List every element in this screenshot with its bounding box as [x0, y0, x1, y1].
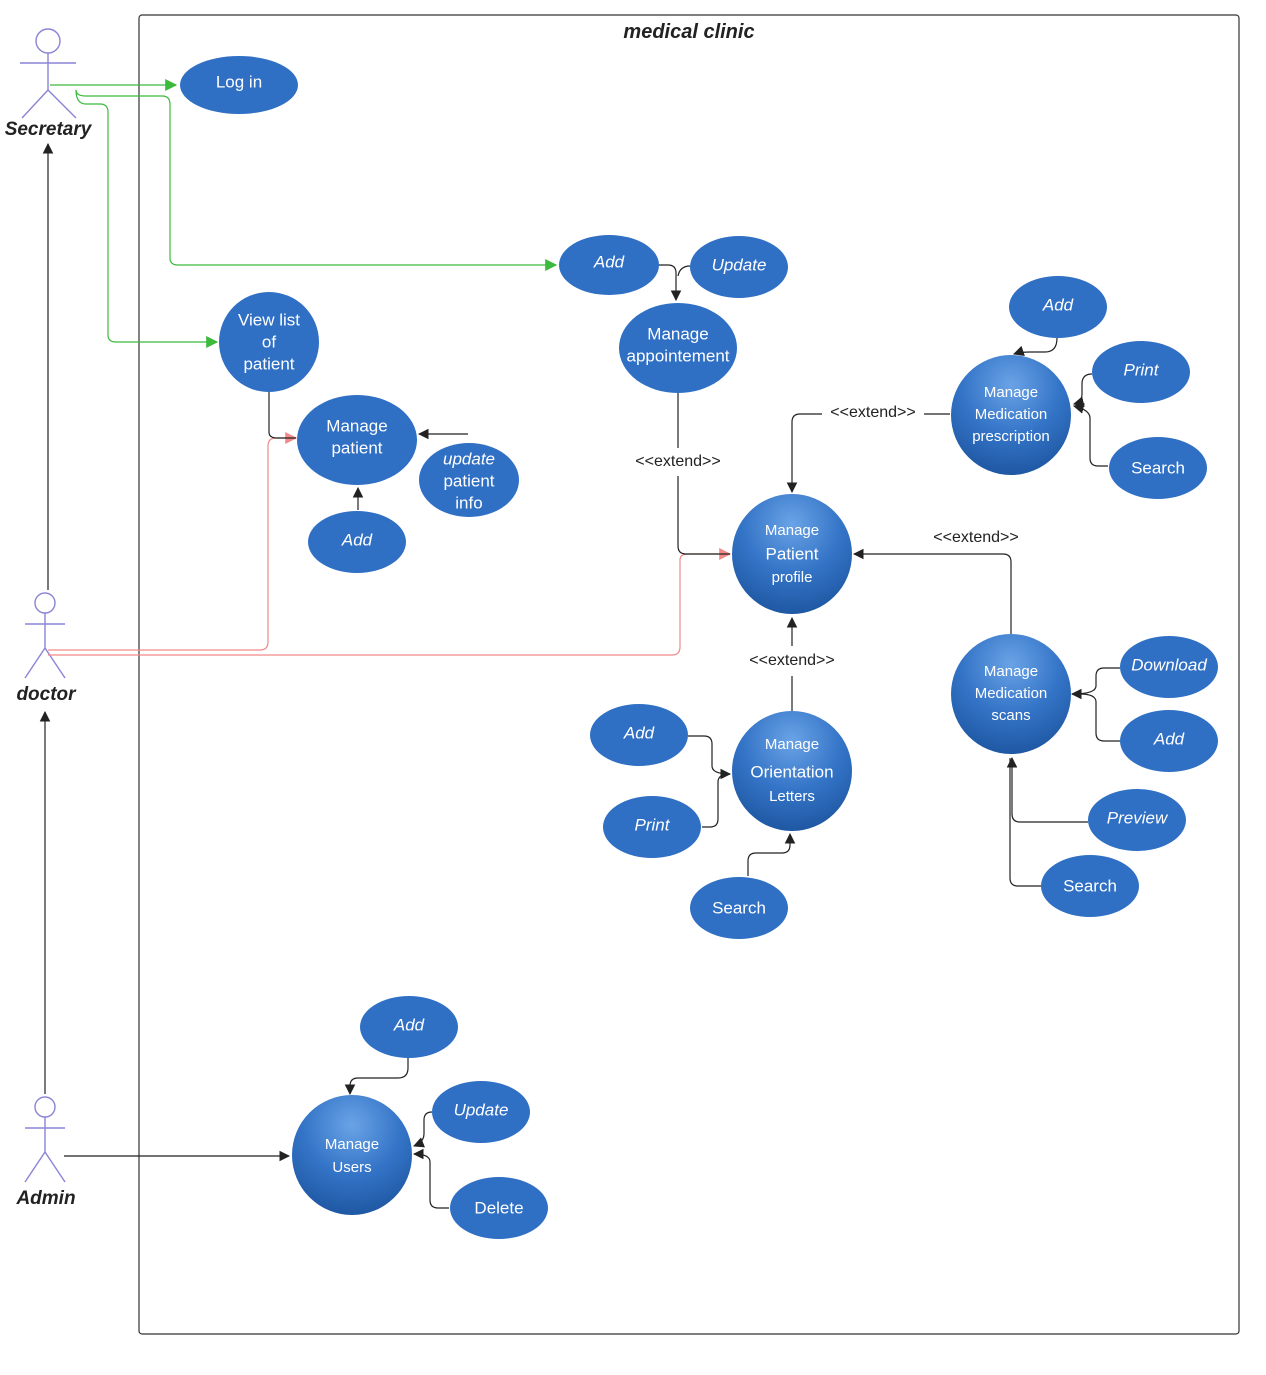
usecase-label: info [455, 493, 482, 512]
system-boundary [138, 14, 1240, 1335]
usecase-label: scans [991, 707, 1030, 724]
usecase-label: Manage [326, 416, 387, 435]
usecase-label: of [262, 332, 276, 351]
extend-label-scans: <<extend>> [933, 529, 1018, 546]
usecase-label: Add [1042, 295, 1074, 314]
usecase-label: Add [1153, 729, 1185, 748]
usecase-label: appointement [626, 346, 729, 365]
usecase-add-prescription[interactable]: Add [1009, 276, 1107, 338]
usecase-label: View list [238, 310, 300, 329]
usecase-update-user[interactable]: Update [432, 1081, 530, 1143]
usecase-label: Search [1063, 876, 1117, 895]
actor-doctor-label: doctor [16, 684, 77, 705]
usecase-label: Log in [216, 72, 262, 91]
actor-secretary [20, 28, 77, 119]
system-title: medical clinic [623, 21, 754, 43]
usecase-label: patient [243, 354, 294, 373]
usecase-update-appointment[interactable]: Update [690, 236, 788, 298]
usecase-manage-patient[interactable]: Manage patient [297, 395, 417, 485]
usecase-label: Medication [975, 406, 1048, 423]
usecase-label: profile [772, 569, 813, 586]
usecase-label: patient [331, 438, 382, 457]
usecase-label: update [443, 449, 495, 468]
usecase-update-patient-info[interactable]: update patient info [419, 443, 519, 517]
usecase-manage-users[interactable]: Manage Users [292, 1095, 412, 1215]
actor-admin [24, 1096, 66, 1183]
usecase-add-user[interactable]: Add [360, 996, 458, 1058]
usecase-label: Manage [325, 1136, 379, 1153]
usecase-print-orientation[interactable]: Print [603, 796, 701, 858]
actor-secretary-label: Secretary [5, 119, 93, 140]
usecase-label: Patient [766, 544, 819, 563]
usecase-add-patient[interactable]: Add [308, 511, 406, 573]
usecase-log-in[interactable]: Log in [180, 56, 298, 114]
actor-doctor [24, 592, 66, 679]
usecase-label: Add [593, 252, 625, 271]
usecase-label: Add [623, 723, 655, 742]
usecase-label: Search [1131, 458, 1185, 477]
usecase-preview-scans[interactable]: Preview [1088, 789, 1186, 851]
usecase-manage-medication-prescription[interactable]: Manage Medication prescription [951, 355, 1071, 475]
usecase-label: Print [635, 815, 671, 834]
usecase-label: Manage [647, 324, 708, 343]
usecase-label: Delete [474, 1198, 523, 1217]
usecase-label: Search [712, 898, 766, 917]
usecase-label: Medication [975, 685, 1048, 702]
usecase-label: Users [332, 1159, 371, 1176]
usecase-label: Letters [769, 788, 815, 805]
extend-label-orientation: <<extend>> [749, 652, 834, 669]
usecase-label: Add [393, 1015, 425, 1034]
usecase-search-prescription[interactable]: Search [1109, 437, 1207, 499]
usecase-label: Orientation [750, 762, 833, 781]
usecase-label: Manage [984, 384, 1038, 401]
usecase-manage-patient-profile[interactable]: Manage Patient profile [732, 494, 852, 614]
usecase-label: Manage [765, 522, 819, 539]
usecase-label: Add [341, 530, 373, 549]
usecase-download-scans[interactable]: Download [1120, 636, 1218, 698]
usecase-manage-appointment[interactable]: Manage appointement [619, 303, 737, 393]
usecase-view-list-of-patient[interactable]: View list of patient [219, 292, 319, 392]
usecase-label: Update [454, 1100, 509, 1119]
usecase-label: Manage [984, 663, 1038, 680]
usecase-label: Manage [765, 736, 819, 753]
usecase-search-scans[interactable]: Search [1041, 855, 1139, 917]
usecase-label: Preview [1107, 808, 1169, 827]
relation-lines [268, 264, 1120, 1209]
usecase-label: prescription [972, 428, 1050, 445]
usecase-add-scans[interactable]: Add [1120, 710, 1218, 772]
usecase-manage-orientation-letters[interactable]: Manage Orientation Letters [732, 711, 852, 831]
extend-label-prescription: <<extend>> [830, 404, 915, 421]
secretary-associations [50, 79, 558, 348]
usecase-label: Download [1131, 655, 1207, 674]
usecase-label: Print [1124, 360, 1160, 379]
usecase-label: Update [712, 255, 767, 274]
usecase-print-prescription[interactable]: Print [1092, 341, 1190, 403]
usecase-add-appointment[interactable]: Add [559, 235, 659, 295]
usecase-manage-medication-scans[interactable]: Manage Medication scans [951, 634, 1071, 754]
extend-label-appointment: <<extend>> [635, 453, 720, 470]
usecase-delete-user[interactable]: Delete [450, 1177, 548, 1239]
usecase-label: patient [443, 471, 494, 490]
actor-admin-label: Admin [15, 1188, 75, 1209]
usecase-search-orientation[interactable]: Search [690, 877, 788, 939]
usecase-add-orientation[interactable]: Add [590, 704, 688, 766]
